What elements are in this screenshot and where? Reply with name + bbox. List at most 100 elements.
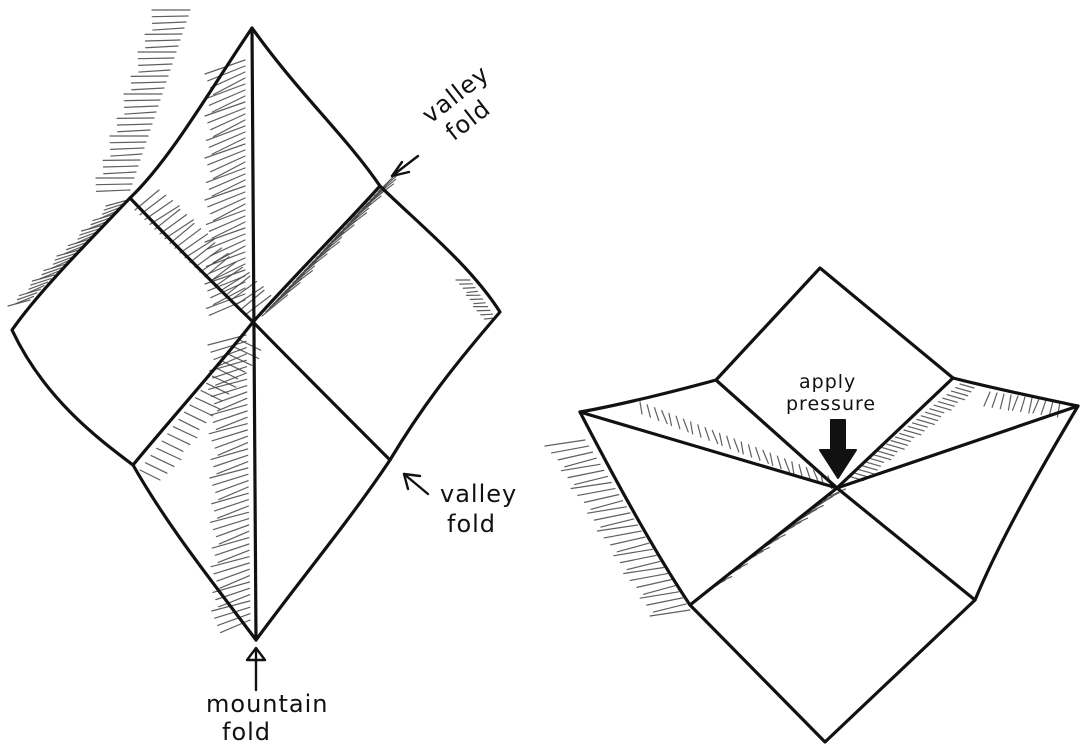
hatch-stroke xyxy=(756,448,760,461)
mountain-fold-line xyxy=(252,28,256,640)
hatch-stroke xyxy=(111,148,144,149)
hatch-stroke xyxy=(145,40,180,41)
hatch-stroke xyxy=(1041,400,1046,414)
hatch-stroke xyxy=(748,445,751,457)
hatch-stroke xyxy=(208,234,245,249)
hatch-stroke xyxy=(153,28,184,30)
crease-to-right xyxy=(837,406,1078,488)
hatch-stroke xyxy=(777,456,781,469)
right-valley-label-line2: fold xyxy=(447,510,496,538)
hatch-stroke xyxy=(654,408,658,421)
hatch-stroke xyxy=(209,174,245,189)
right-collapse-figure xyxy=(545,268,1078,742)
hatch-stroke xyxy=(132,88,164,90)
left-outer-shading xyxy=(8,10,190,306)
hatch-stroke xyxy=(474,303,485,304)
hatch-stroke xyxy=(741,442,743,454)
hatch-stroke xyxy=(882,448,897,452)
hatch-stroke xyxy=(545,440,585,446)
hatch-stroke xyxy=(131,82,166,83)
hatch-stroke xyxy=(640,592,679,598)
hatch-stroke xyxy=(683,419,688,432)
hatch-stroke xyxy=(870,458,884,462)
hatch-stroke xyxy=(110,142,146,143)
hatch-stroke xyxy=(712,430,717,443)
hatch-stroke xyxy=(770,453,773,465)
crease-to-lower-right xyxy=(837,488,975,600)
hatch-stroke xyxy=(1057,402,1060,417)
right-valley-label-line1: valley xyxy=(440,480,517,508)
hatch-stroke xyxy=(206,210,245,224)
hatch-stroke xyxy=(1008,395,1011,410)
hatch-stroke xyxy=(913,423,928,427)
hatch-stroke xyxy=(140,470,160,480)
hatch-stroke xyxy=(125,112,156,114)
lower-left-crease xyxy=(133,322,253,465)
hatch-stroke xyxy=(157,448,181,459)
hatch-stroke xyxy=(578,489,615,496)
hatch-stroke xyxy=(951,391,967,396)
hatch-stroke xyxy=(209,216,245,231)
hatch-stroke xyxy=(324,228,346,250)
mountain-label-line1: mountain xyxy=(206,690,328,718)
hatch-stroke xyxy=(1013,396,1018,410)
top-valley-fold-label: valley fold xyxy=(417,60,512,152)
hatch-stroke xyxy=(153,22,186,23)
hatch-stroke xyxy=(734,439,739,452)
hatch-stroke xyxy=(195,248,222,267)
hatch-stroke xyxy=(669,413,672,425)
hatch-stroke xyxy=(637,580,671,588)
hatch-stroke xyxy=(640,402,642,414)
hatch-stroke xyxy=(895,437,910,441)
hatch-stroke xyxy=(960,384,974,388)
pressure-label-line2: pressure xyxy=(786,393,876,415)
right-triangle-shading xyxy=(848,384,1060,481)
hatch-stroke xyxy=(720,433,723,445)
hatch-stroke xyxy=(594,513,630,520)
hatch-stroke xyxy=(467,291,478,292)
hatch-stroke xyxy=(698,425,701,437)
hatch-stroke xyxy=(175,229,201,248)
hatch-stroke xyxy=(8,300,30,306)
hatch-stroke xyxy=(139,64,172,65)
hatch-stroke xyxy=(168,434,190,445)
hatch-stroke xyxy=(206,126,245,140)
hatch-stroke xyxy=(584,495,618,503)
hatch-stroke xyxy=(173,427,197,438)
apply-label-line1: apply xyxy=(799,371,856,393)
hatch-stroke xyxy=(662,411,667,424)
hatch-stroke xyxy=(209,258,245,273)
right-wing-shading xyxy=(456,280,495,319)
hatch-stroke xyxy=(611,537,645,545)
hatch-stroke xyxy=(208,192,245,207)
hatch-stroke xyxy=(351,199,373,221)
hatch-stroke xyxy=(861,465,877,470)
hatch-stroke xyxy=(857,469,874,474)
hatch-stroke xyxy=(117,124,152,125)
hatch-stroke xyxy=(691,422,693,434)
mountain-label-line2: fold xyxy=(222,718,271,746)
hatch-stroke xyxy=(926,412,941,416)
hatch-stroke xyxy=(463,288,475,289)
hatch-stroke xyxy=(270,286,292,308)
hatch-stroke xyxy=(104,172,136,174)
hatch-stroke xyxy=(604,531,641,538)
hatch-stroke xyxy=(647,405,650,417)
right-valley-fold-label: valley fold xyxy=(440,480,517,538)
hatch-stroke xyxy=(647,598,683,605)
hatch-stroke xyxy=(138,58,174,59)
hatch-stroke xyxy=(206,168,245,182)
hatch-stroke xyxy=(209,90,245,105)
hatch-stroke xyxy=(878,451,894,456)
lower-right-crease xyxy=(253,322,390,460)
hatch-stroke xyxy=(921,416,937,421)
hatch-stroke xyxy=(792,462,794,474)
lower-left-panel-shading xyxy=(140,335,261,633)
hatch-stroke xyxy=(943,398,958,402)
upper-right-crease xyxy=(253,186,380,322)
hatch-stroke xyxy=(201,391,222,401)
hatch-stroke xyxy=(904,430,921,435)
hatch-stroke xyxy=(630,574,667,581)
hatch-stroke xyxy=(568,470,604,477)
